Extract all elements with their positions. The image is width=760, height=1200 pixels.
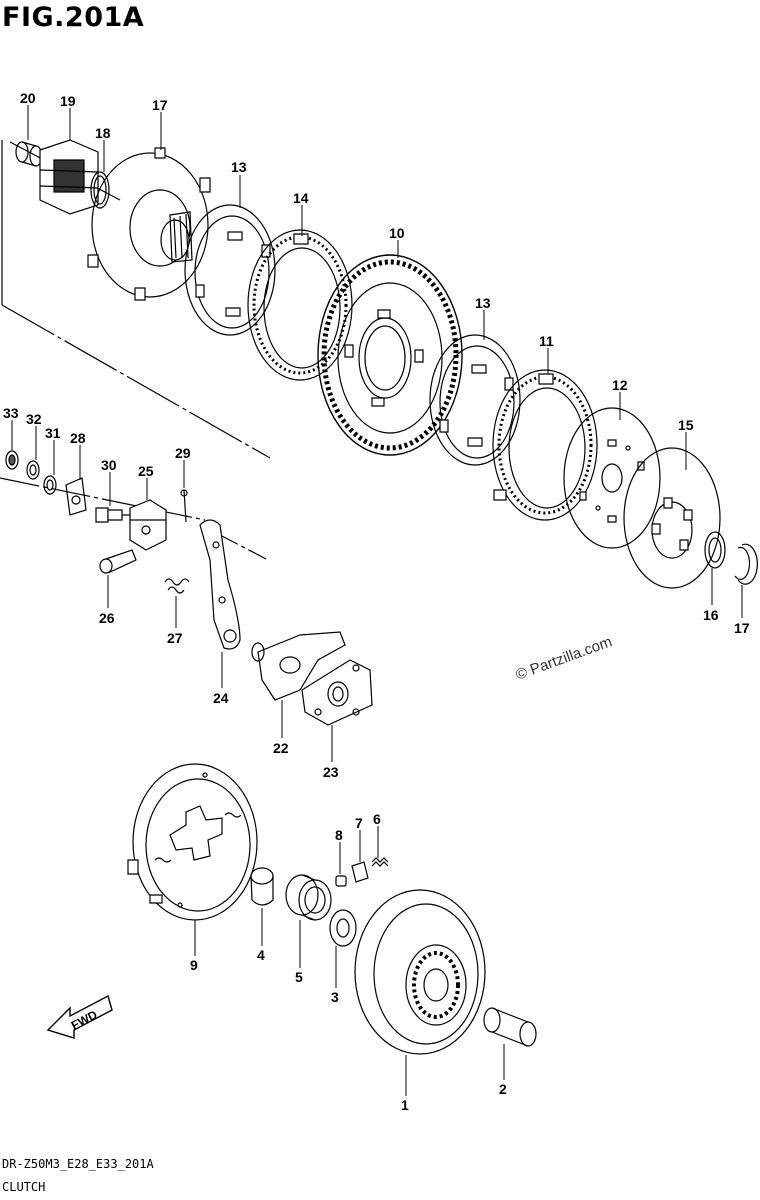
callout-13-lower: 13 — [475, 295, 491, 311]
callout-12: 12 — [612, 377, 628, 393]
part-17-circlip — [735, 544, 757, 584]
callout-9: 9 — [190, 957, 198, 973]
part-21-bushing — [16, 142, 42, 166]
callout-21: 20 — [20, 90, 36, 106]
assembly-guide-lines — [0, 140, 270, 560]
part-5-bearing — [286, 875, 331, 920]
callout-31: 31 — [45, 425, 61, 441]
part-2-sleeve — [484, 1008, 536, 1046]
callout-15: 15 — [678, 417, 694, 433]
watermark: © Partzilla.com — [514, 633, 615, 684]
part-1-clutch-drum — [355, 890, 485, 1054]
parts-31-33-washers — [6, 451, 56, 494]
leader-lines — [12, 105, 742, 1096]
callout-14: 14 — [293, 190, 309, 206]
callout-13-upper: 13 — [231, 159, 247, 175]
part-23-cover-plate — [302, 660, 372, 725]
part-20-hub — [40, 140, 98, 214]
figure-name: CLUTCH — [2, 1180, 46, 1194]
callout-4: 4 — [257, 947, 265, 963]
callout-29: 29 — [175, 445, 191, 461]
part-24-release-lever — [200, 520, 240, 649]
part-7-stopper — [352, 862, 368, 882]
callout-22: 22 — [273, 740, 289, 756]
callout-24: 24 — [213, 690, 229, 706]
part-6-spring — [372, 858, 388, 866]
callout-26: 26 — [99, 610, 115, 626]
part-8-damper — [336, 876, 346, 886]
part-15-spring-plate — [624, 448, 720, 588]
callout-1: 1 — [401, 1097, 409, 1113]
callout-5: 5 — [295, 969, 303, 985]
part-28-cam — [66, 478, 86, 515]
callout-3: 3 — [331, 989, 339, 1005]
callout-20: 19 — [60, 93, 76, 109]
callout-28: 28 — [70, 430, 86, 446]
callout-18: 17 — [152, 97, 168, 113]
callout-33: 33 — [3, 405, 19, 421]
callout-6: 6 — [373, 811, 381, 827]
part-14-friction-plate — [248, 230, 352, 380]
fwd-arrow — [48, 996, 112, 1038]
part-26-pin — [100, 550, 136, 573]
part-25-release-block — [130, 500, 166, 550]
callout-27: 27 — [167, 630, 183, 646]
callout-25: 25 — [138, 463, 154, 479]
figure-title: FIG.201A — [2, 2, 145, 33]
callout-7: 7 — [355, 815, 363, 831]
callout-30: 30 — [101, 457, 117, 473]
callout-10: 10 — [389, 225, 405, 241]
callout-23: 23 — [323, 764, 339, 780]
callout-19: 18 — [95, 125, 111, 141]
part-13-steel-plate-lower — [430, 335, 520, 465]
callout-2: 2 — [499, 1081, 507, 1097]
callout-8: 8 — [335, 827, 343, 843]
part-29-pin — [181, 490, 187, 522]
callout-labels: 20 19 18 17 13 14 10 13 11 12 15 16 17 3… — [3, 90, 750, 1113]
part-11-friction-plate — [493, 370, 597, 520]
callout-16: 16 — [703, 607, 719, 623]
figure-code: DR-Z50M3_E28_E33_201A — [2, 1157, 154, 1171]
part-9-clutch-shoe-assembly — [128, 764, 257, 920]
part-27-spring — [165, 579, 189, 593]
callout-11: 11 — [539, 333, 554, 349]
part-3-washer — [330, 910, 356, 946]
part-16-washer — [705, 532, 725, 568]
part-30-adjuster — [96, 508, 130, 522]
callout-17: 17 — [734, 620, 750, 636]
part-4-collar — [251, 868, 273, 905]
part-12-pressure-plate — [564, 408, 660, 548]
part-18-clutch-plate — [88, 148, 210, 300]
part-13-steel-plate-upper — [185, 205, 275, 335]
part-19-circlip — [91, 172, 109, 208]
callout-32: 32 — [26, 411, 42, 427]
part-22-bracket — [252, 632, 345, 700]
